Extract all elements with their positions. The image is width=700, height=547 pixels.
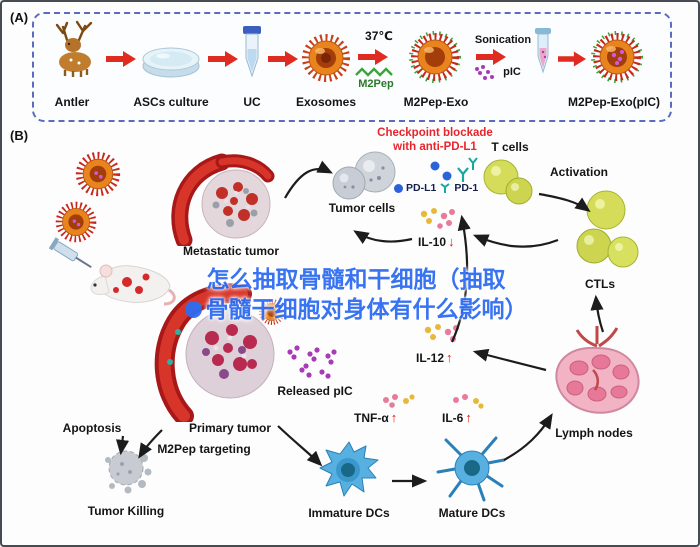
activation-label: Activation <box>549 165 608 179</box>
panel-a-tag: (A) <box>10 10 29 25</box>
il6-label: IL-6 ↑ <box>442 410 472 425</box>
flow-arrow-icon <box>208 50 238 68</box>
cytokine-dots-icon <box>450 392 486 410</box>
deer-icon <box>42 18 104 78</box>
m2pep-targeting-label: M2Pep targeting <box>157 442 251 456</box>
sonication-label: Sonication <box>474 34 532 46</box>
panel-b-tag: (B) <box>10 128 29 143</box>
step-label-uc: UC <box>243 95 261 109</box>
il12-label: IL-12 ↑ <box>416 350 453 365</box>
m2pep-peptide-icon <box>354 66 398 78</box>
apoptotic-cell-illustration <box>98 442 158 500</box>
mature-dcs-label: Mature DCs <box>438 506 506 520</box>
centrifuge-tube-icon <box>239 24 265 82</box>
flow-arrow-icon <box>358 48 388 66</box>
tnf-label: TNF-α ↑ <box>354 410 398 425</box>
flow-arrow-icon <box>268 50 298 68</box>
cytokine-dots-icon <box>380 392 416 410</box>
pd-l1-icon <box>394 183 403 193</box>
watermark-logo-icon <box>184 301 202 319</box>
flow-arrow-icon <box>558 50 586 68</box>
il12-up-arrow: ↑ <box>446 350 453 365</box>
il10-down-arrow: ↓ <box>448 234 455 249</box>
lymph-nodes-label: Lymph nodes <box>555 426 633 440</box>
watermark-line2-row: 骨髓干细胞对身体有什么影响） <box>160 294 552 324</box>
released-pic-label: Released pIC <box>277 384 353 398</box>
il10-label: IL-10 ↓ <box>418 234 455 249</box>
watermark-line1: 怎么抽取骨髓和干细胞（抽取 <box>206 266 506 292</box>
released-pic-dots-icon <box>282 342 342 384</box>
il6-up-arrow: ↑ <box>465 410 472 425</box>
step-label-m2pep-exo-pic: M2Pep-Exo(pIC) <box>567 95 660 109</box>
step-label-antler: Antler <box>54 95 90 109</box>
ctls-illustration <box>568 188 640 276</box>
checkpoint-blockade-line2: with anti-PD-L1 <box>393 141 477 153</box>
metastatic-tumor-illustration <box>170 148 290 246</box>
mature-dc-illustration <box>434 432 510 504</box>
metastatic-tumor-label: Metastatic tumor <box>182 244 280 258</box>
tumor-killing-label: Tumor Killing <box>87 504 165 518</box>
sonication-tube-icon <box>530 26 556 78</box>
temperature-label: 37℃ <box>365 29 393 43</box>
ctls-label: CTLs <box>585 277 615 291</box>
tnf-up-arrow: ↑ <box>390 410 398 425</box>
t-cells-label: T cells <box>491 140 529 154</box>
panel-a-workflow <box>32 12 672 122</box>
nanoparticle-icon <box>54 200 98 244</box>
step-label-ascs: ASCs culture <box>133 95 209 109</box>
exosome-icon <box>300 32 352 84</box>
pd-legend: PD-L1 PD-1 <box>394 182 478 194</box>
pd-interface-icon <box>427 154 479 188</box>
checkpoint-blockade-line1: Checkpoint blockade <box>377 127 493 139</box>
petri-dish-icon <box>139 38 203 82</box>
primary-tumor-label: Primary tumor <box>188 421 272 435</box>
m2pep-label: M2Pep <box>358 78 394 90</box>
cytokine-dots-icon <box>416 206 460 234</box>
immature-dcs-label: Immature DCs <box>308 506 390 520</box>
lymph-node-illustration <box>547 324 647 420</box>
flow-arrow-icon <box>106 50 136 68</box>
m2pep-exo-icon <box>406 28 464 86</box>
syringe-icon <box>48 236 100 278</box>
watermark-line2: 骨髓干细胞对身体有什么影响） <box>205 296 528 323</box>
t-cells-illustration <box>477 155 537 207</box>
pd-l1-label: PD-L1 <box>406 182 437 194</box>
targeting-exosome-icon <box>258 298 286 326</box>
flow-arrow-icon <box>476 48 506 66</box>
immature-dc-illustration <box>314 434 384 502</box>
primary-tumor-illustration <box>154 282 289 422</box>
mouse-icon <box>84 248 176 306</box>
pic-label: pIC <box>503 66 521 78</box>
tumor-cells-label: Tumor cells <box>328 201 396 215</box>
m2pep-exo-pic-icon <box>588 28 646 86</box>
pd-1-icon <box>439 182 451 194</box>
tumor-cells-illustration <box>327 150 405 202</box>
step-label-m2pep-exo: M2Pep-Exo <box>403 95 469 109</box>
nanoparticle-icon <box>74 150 122 198</box>
step-label-exosomes: Exosomes <box>295 95 357 109</box>
pd-1-label: PD-1 <box>454 182 479 194</box>
watermark: 怎么抽取骨髓和干细胞（抽取 骨髓干细胞对身体有什么影响） <box>160 264 552 325</box>
apoptosis-label: Apoptosis <box>62 421 122 435</box>
cytokine-dots-icon <box>420 322 464 350</box>
pic-dots-icon <box>472 64 498 82</box>
